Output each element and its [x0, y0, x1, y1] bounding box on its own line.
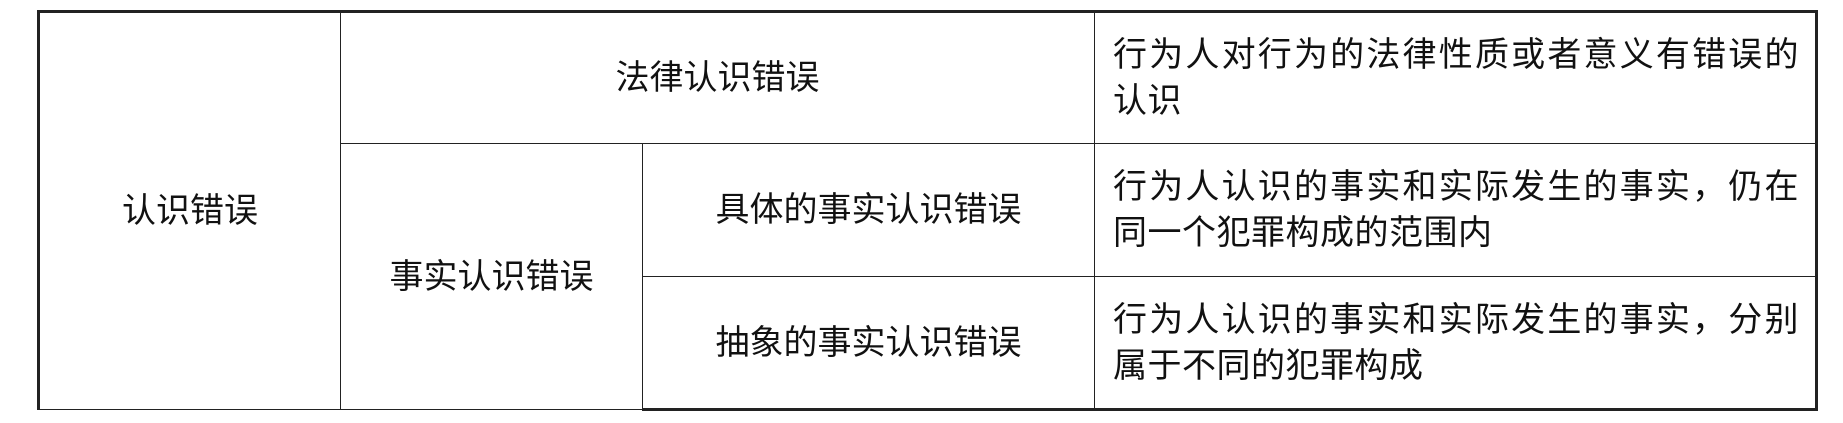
cognitive-error-table: 认识错误 法律认识错误 行为人对行为的法律性质或者意义有错误的认识 事实认识错误…	[37, 10, 1818, 411]
factual-error-label-cell: 事实认识错误	[340, 143, 643, 410]
legal-error-description-cell: 行为人对行为的法律性质或者意义有错误的认识	[1094, 10, 1818, 144]
table-row-concrete-fact: 事实认识错误 具体的事实认识错误 行为人认识的事实和实际发生的事实，仍在同一个犯…	[39, 143, 1818, 410]
concrete-fact-error-label-cell: 具体的事实认识错误	[642, 143, 1095, 277]
abstract-fact-error-description-cell: 行为人认识的事实和实际发生的事实，分别属于不同的犯罪构成	[1094, 276, 1818, 411]
root-category-cell: 认识错误	[37, 10, 341, 410]
legal-error-label-cell: 法律认识错误	[340, 10, 1095, 144]
table-row-legal: 认识错误 法律认识错误 行为人对行为的法律性质或者意义有错误的认识	[37, 10, 1818, 410]
table-row-abstract-fact: 抽象的事实认识错误 行为人认识的事实和实际发生的事实，分别属于不同的犯罪构成	[39, 276, 1818, 411]
classification-table-container: 认识错误 法律认识错误 行为人对行为的法律性质或者意义有错误的认识 事实认识错误…	[37, 10, 1818, 411]
abstract-fact-error-label-cell: 抽象的事实认识错误	[642, 276, 1095, 411]
concrete-fact-error-description-cell: 行为人认识的事实和实际发生的事实，仍在同一个犯罪构成的范围内	[1094, 143, 1818, 277]
